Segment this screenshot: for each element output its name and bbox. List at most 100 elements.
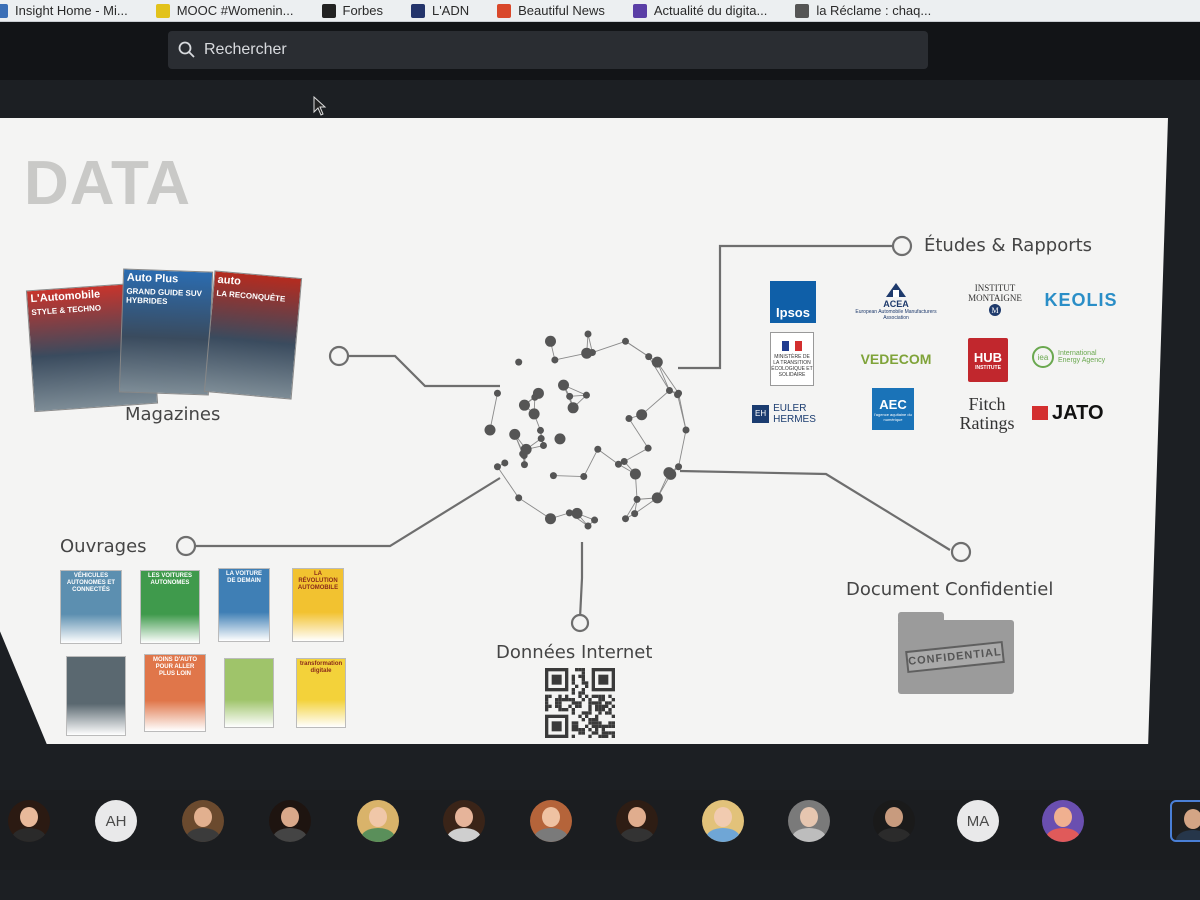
acea-logo-text: ACEA [883, 299, 909, 309]
participant-initials-avatar[interactable]: MA [957, 800, 999, 842]
avatar-shoulders [447, 828, 481, 842]
label-document-confidentiel: Document Confidentiel [846, 579, 1054, 600]
qr-module [588, 734, 592, 738]
hub-logo-subtitle: INSTITUTE [975, 364, 1001, 371]
mouse-cursor-icon [313, 96, 327, 116]
avatar-shoulders [1176, 830, 1200, 840]
network-link [489, 393, 498, 431]
participant-initials-avatar[interactable]: AH [95, 800, 137, 842]
qr-module [591, 718, 595, 722]
network-link [583, 449, 599, 477]
avatar-face [628, 807, 646, 827]
participant-avatar[interactable] [182, 800, 224, 842]
network-link [625, 499, 638, 519]
bookmark-item[interactable]: Beautiful News [497, 3, 605, 18]
book-title: LA RÉVOLUTION AUTOMOBILE [297, 571, 339, 591]
participant-avatar[interactable] [873, 800, 915, 842]
qr-module [595, 731, 599, 735]
qr-module [575, 724, 579, 728]
hub-institute-logo: HUB INSTITUTE [968, 338, 1008, 382]
qr-module [585, 724, 589, 728]
qr-module [581, 698, 585, 702]
qr-module [581, 731, 585, 735]
shared-slide: DATA Magazines Ouvrages Données Internet… [0, 118, 1168, 744]
network-node [591, 516, 599, 524]
bookmark-item[interactable]: la Réclame : chaq... [795, 3, 931, 18]
book-title: transformation digitale [299, 661, 343, 674]
qr-module [581, 691, 585, 695]
bookmark-label: L'ADN [431, 3, 470, 18]
qr-module [581, 711, 585, 715]
qr-module [558, 694, 562, 698]
bookmark-item[interactable]: Actualité du digita... [632, 3, 767, 18]
ipsos-logo-text: Ipsos [776, 305, 810, 320]
search-input[interactable]: Rechercher [168, 31, 928, 69]
qr-module [581, 728, 585, 732]
ministere-logo-text: MINISTÈRE DE LA TRANSITION ÉCOLOGIQUE ET… [771, 353, 813, 378]
acea-logo-subtitle: European Automobile Manufacturers Associ… [855, 309, 937, 321]
qr-module [575, 684, 579, 688]
network-link [628, 418, 649, 449]
book-title: LES VOITURES AUTONOMES [147, 573, 192, 586]
qr-module [558, 704, 562, 708]
participant-avatar[interactable] [788, 800, 830, 842]
book-cover: MOINS D'AUTO POUR ALLER PLUS LOIN [144, 654, 206, 732]
qr-module [575, 704, 579, 708]
qr-module [591, 721, 595, 725]
qr-module [571, 728, 575, 732]
network-node [565, 509, 573, 517]
fitch-ratings-logo: Fitch Ratings [952, 394, 1022, 434]
network-link [678, 429, 687, 467]
euler-hermes-logo-text: EULER HERMES [773, 403, 816, 425]
iea-emblem-icon: iea [1032, 346, 1054, 368]
magazine-cover: auto LA RECONQUÊTE [203, 270, 303, 400]
qr-module [575, 668, 579, 672]
bookmark-item[interactable]: Forbes [321, 3, 383, 18]
bookmarks-bar: Insight Home - Mi... MOOC #Womenin... Forb… [0, 0, 1200, 22]
qr-module [545, 701, 549, 705]
avatar-shoulders [1046, 828, 1080, 842]
network-link [623, 447, 649, 462]
network-link [518, 497, 551, 520]
avatar-shoulders [620, 828, 654, 842]
qr-module [575, 721, 579, 725]
bookmark-item[interactable]: Insight Home - Mi... [0, 3, 128, 18]
book-title [225, 659, 273, 663]
participant-avatar[interactable] [1042, 800, 1084, 842]
montaigne-logo-text: INSTITUT MONTAIGNE [968, 283, 1022, 303]
participant-avatar[interactable] [1170, 800, 1200, 842]
participant-avatar[interactable] [269, 800, 311, 842]
participant-avatar[interactable] [443, 800, 485, 842]
qr-module [555, 704, 559, 708]
qr-module [568, 704, 572, 708]
participant-avatar[interactable] [616, 800, 658, 842]
acea-logo: ACEA European Automobile Manufacturers A… [846, 281, 946, 321]
qr-module [608, 721, 612, 725]
book-cover: VÉHICULES AUTONOMES ET CONNECTÉS [60, 570, 122, 644]
participant-avatar[interactable] [702, 800, 744, 842]
avatar-face [714, 807, 732, 827]
network-node [622, 337, 630, 345]
qr-module [611, 714, 615, 718]
qr-module [605, 724, 609, 728]
qr-module [611, 734, 615, 738]
qr-module [588, 711, 592, 715]
qr-module [598, 698, 602, 702]
network-node [484, 424, 496, 436]
bookmark-item[interactable]: L'ADN [410, 3, 470, 18]
qr-module [578, 694, 582, 698]
network-node [594, 445, 602, 453]
book-title: LA VOITURE DE DEMAIN [225, 571, 263, 584]
participant-avatar[interactable] [530, 800, 572, 842]
qr-module [588, 708, 592, 712]
participant-avatar[interactable] [8, 800, 50, 842]
qr-module [588, 718, 592, 722]
data-network-diagram [175, 235, 972, 633]
participant-avatar[interactable] [357, 800, 399, 842]
qr-module [571, 681, 575, 685]
network-link [592, 340, 626, 353]
qr-module [608, 711, 612, 715]
network-node [567, 402, 579, 414]
bookmark-item[interactable]: MOOC #Womenin... [155, 3, 294, 18]
qr-module [581, 718, 585, 722]
